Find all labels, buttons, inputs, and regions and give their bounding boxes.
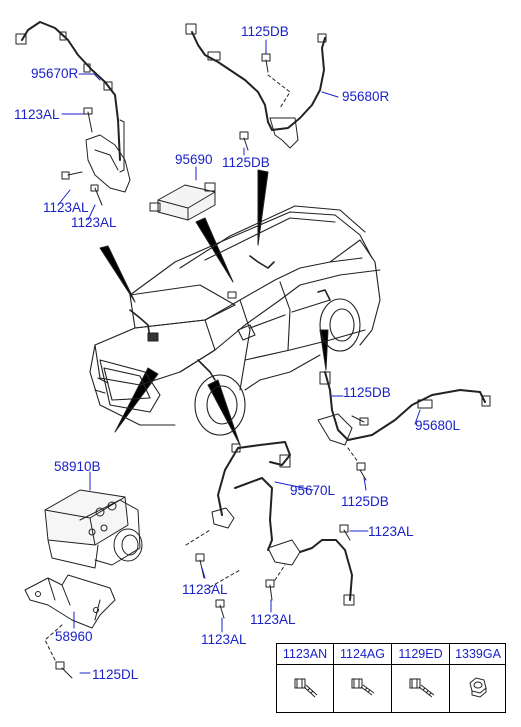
- callout-1123al-e[interactable]: 1123AL: [368, 524, 414, 539]
- bolt-icon: [277, 665, 333, 712]
- bolt-icon: [334, 665, 391, 712]
- bolt-1125db-right2: [356, 462, 367, 481]
- legend-cell: 1123AN: [277, 644, 334, 712]
- callout-95670l[interactable]: 95670L: [290, 483, 336, 498]
- bolt-icon: [392, 665, 449, 712]
- front-left-speed-sensor[interactable]: [211, 441, 355, 606]
- legend-code[interactable]: 1339GA: [450, 644, 506, 665]
- rear-left-speed-sensor[interactable]: [317, 371, 491, 446]
- bolt-1123al-e: [339, 524, 351, 541]
- callout-1125db-right1[interactable]: 1125DB: [343, 385, 391, 400]
- callout-1123al-g[interactable]: 1123AL: [250, 612, 296, 627]
- front-right-speed-sensor[interactable]: [15, 21, 131, 193]
- callout-95690[interactable]: 95690: [175, 152, 213, 167]
- bolt-1125db-right1: [351, 415, 369, 426]
- callout-95670r[interactable]: 95670R: [31, 66, 79, 81]
- bolt-1125dl: [55, 661, 73, 679]
- bolt-1125db-top: [261, 53, 271, 73]
- callout-58910b[interactable]: 58910B: [54, 459, 101, 474]
- bolt-1125db-mid: [239, 131, 249, 151]
- abs-hydraulic-unit[interactable]: [44, 489, 143, 569]
- callout-58960[interactable]: 58960: [55, 629, 93, 644]
- callout-1123al-f[interactable]: 1123AL: [201, 632, 247, 647]
- callout-95680l[interactable]: 95680L: [415, 418, 461, 433]
- vehicle-illustration: [89, 205, 381, 436]
- callout-1125db-right2[interactable]: 1125DB: [341, 494, 389, 509]
- yaw-rate-sensor[interactable]: [149, 182, 216, 221]
- callout-1125db-mid[interactable]: 1125DB: [222, 155, 270, 170]
- bolt-1123al-c: [90, 184, 103, 206]
- rear-right-speed-sensor[interactable]: [185, 23, 327, 149]
- callout-1123al-a[interactable]: 1123AL: [14, 107, 60, 122]
- fastener-legend-table: 1123AN 1124AG 1129ED 1339GA: [276, 643, 506, 713]
- bolt-1123al-b: [61, 171, 83, 180]
- bolt-1123al-a: [83, 107, 93, 133]
- bolt-1123al-d: [195, 553, 205, 579]
- legend-code[interactable]: 1129ED: [392, 644, 449, 665]
- callout-1125dl[interactable]: 1125DL: [92, 667, 139, 682]
- legend-cell: 1339GA: [450, 644, 506, 712]
- legend-cell: 1124AG: [334, 644, 392, 712]
- nut-icon: [450, 665, 506, 712]
- callout-1123al-d[interactable]: 1123AL: [182, 582, 228, 597]
- abs-bracket[interactable]: [24, 574, 116, 629]
- callout-1125db-top[interactable]: 1125DB: [241, 24, 289, 39]
- legend-code[interactable]: 1123AN: [277, 644, 333, 665]
- bolt-1123al-g: [265, 579, 275, 601]
- bolt-1123al-f: [215, 599, 225, 619]
- legend-code[interactable]: 1124AG: [334, 644, 391, 665]
- callout-95680r[interactable]: 95680R: [342, 89, 390, 104]
- callout-1123al-c[interactable]: 1123AL: [71, 215, 117, 230]
- callout-1123al-b[interactable]: 1123AL: [43, 200, 89, 215]
- legend-cell: 1129ED: [392, 644, 450, 712]
